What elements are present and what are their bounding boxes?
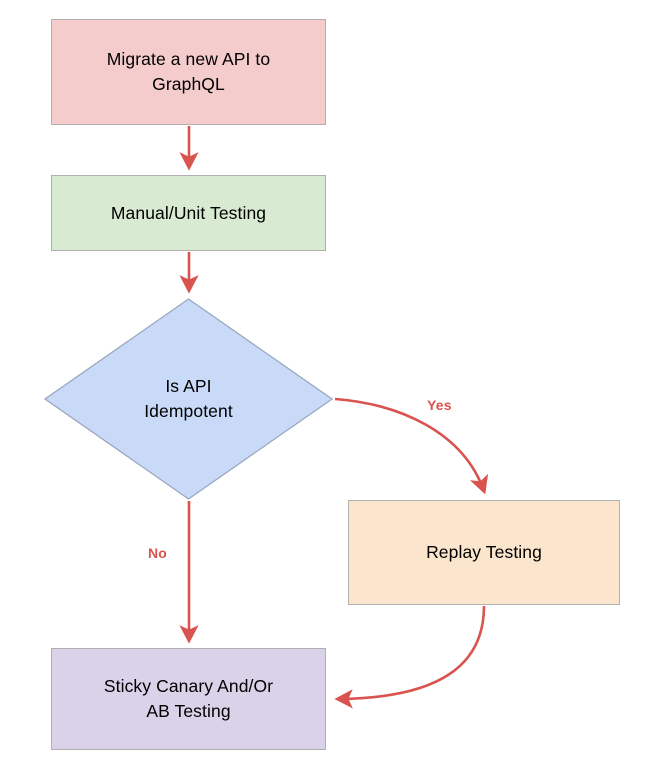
diamond-shape — [44, 298, 333, 500]
node-replay-testing[interactable]: Replay Testing — [348, 500, 620, 605]
node-manual-unit-testing[interactable]: Manual/Unit Testing — [51, 175, 326, 251]
edge-replay-to-sticky — [334, 605, 486, 709]
node-is-api-idempotent[interactable]: Is API Idempotent — [44, 298, 333, 500]
node-sticky-canary-ab-testing[interactable]: Sticky Canary And/Or AB Testing — [51, 648, 326, 750]
edge-decision-to-replay — [334, 397, 489, 495]
edge-label-no: No — [148, 545, 168, 561]
edge-label-yes: Yes — [427, 397, 452, 413]
node-migrate-api[interactable]: Migrate a new API to GraphQL — [51, 19, 326, 125]
node-decision-label: Is API Idempotent — [144, 376, 233, 421]
